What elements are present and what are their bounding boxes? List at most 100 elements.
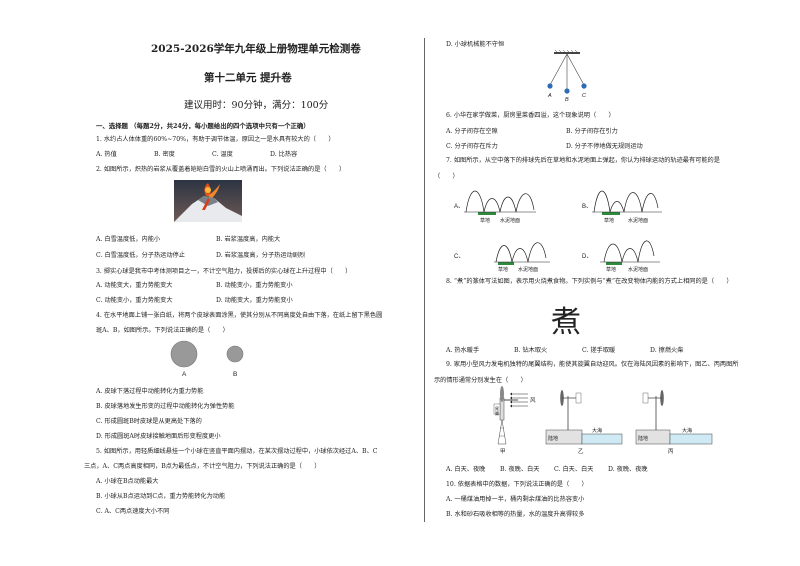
q7-a-cement: 水泥地面 bbox=[500, 217, 520, 224]
section-heading: 一、选择题 （每题2分，共24分，每小题给出的四个选项中只有一个正确） bbox=[96, 122, 310, 130]
q9-stem-line2: 示的情形通常分别发生在（ ） bbox=[434, 377, 527, 384]
fig-bing: 陆地 大海 丙 bbox=[635, 390, 713, 454]
q3-stem: 3. 掷实心球是我市中考体测项目之一，不计空气阻力，投掷后的实心球在上升过程中（… bbox=[96, 268, 352, 275]
q9-option-c: C. 白天、白天 bbox=[554, 466, 594, 473]
q7-b-cement: 水泥地面 bbox=[628, 217, 648, 224]
q1-stem: 1. 水约占人体体重的60%~70%，有助于调节体温，原因之一是水具有较大的（ … bbox=[96, 136, 335, 143]
q8-option-c: C. 搓手取暖 bbox=[582, 347, 616, 354]
q7-label-c: C、 bbox=[454, 254, 464, 260]
fig-label-jia: 甲 bbox=[500, 448, 506, 454]
spot-b bbox=[226, 345, 244, 363]
q8-stem: 8. “煮”的篆体写法如图，表示用火烧煮食物。下列实例与“煮”在改变物体内能的方… bbox=[446, 278, 733, 285]
q9-stem-line1: 9. 家用小型风力发电机独特的尾翼结构，能使其旋翼自动迎风。仅在海陆风因素的影响… bbox=[446, 361, 739, 368]
label-a: A bbox=[547, 93, 552, 99]
q6-stem: 6. 小华在家学做菜，厨房里菜香四溢，这个现象说明（ ） bbox=[446, 112, 615, 119]
q7-track-d bbox=[603, 240, 655, 263]
spot-a-label: A bbox=[182, 371, 187, 378]
q4-stem-line2: 斑A、B，如图所示。下列说法正确的是（ ） bbox=[96, 327, 229, 334]
seal-glyph-text: 煮 bbox=[551, 306, 581, 339]
q7-a-grass: 草地 bbox=[480, 217, 490, 224]
spot-b-label: B bbox=[233, 371, 237, 378]
q7-b-grass: 草地 bbox=[604, 217, 614, 224]
q2-options-row1: A. 白雪温度低，内能小 B. 岩浆温度高，内能大 bbox=[96, 236, 334, 243]
fig-yi: 陆地 大海 乙 bbox=[545, 390, 623, 454]
tail-label: 尾 bbox=[495, 405, 499, 411]
q6-option-c: C. 分子间存在斥力 bbox=[446, 143, 498, 150]
q10-option-a: A. 一桶煤油用掉一半，桶内剩余煤油的比热容变小 bbox=[446, 496, 585, 503]
q7-c-grass: 草地 bbox=[498, 266, 508, 272]
volcano-image bbox=[174, 180, 242, 222]
q8-option-d: D. 擦燃火柴 bbox=[650, 347, 684, 354]
wind-label: 风 bbox=[530, 397, 536, 404]
q7-label-d: D、 bbox=[582, 254, 592, 260]
q7-d-grass: 草地 bbox=[606, 266, 616, 272]
q1-options: A. 热值 B. 密度 C. 温度 D. 比热容 bbox=[96, 151, 328, 158]
q7-stem-line2: （ ） bbox=[434, 173, 459, 180]
column-divider bbox=[424, 38, 425, 522]
q1-option-c: C. 温度 bbox=[212, 151, 233, 158]
sea-label-bing: 大海 bbox=[682, 427, 692, 434]
q10-stem: 10. 依据表格中的数据，下列说法正确的是（ ） bbox=[446, 481, 588, 488]
q4-stem-line1: 4. 在水平地面上铺一张白纸，将两个皮球表面涂黑，使其分别从不同高度处自由下落，… bbox=[96, 312, 383, 319]
q4-option-c: C. 形成圆斑B时皮球是从更高处下落的 bbox=[96, 418, 202, 425]
q7-label-a: A、 bbox=[454, 204, 464, 210]
q1-option-b: B. 密度 bbox=[154, 151, 175, 158]
wing-label: 翼 bbox=[495, 411, 499, 416]
q3-options-row1: A. 动能变大，重力势能变大 B. 动能变小，重力势能变小 bbox=[96, 282, 334, 289]
time-score: 建议用时：90分钟，满分：100分 bbox=[184, 100, 329, 111]
q10-option-b: B. 水和砂石吸收相等的热量，水的温度升高得较多 bbox=[446, 511, 585, 518]
unit-title: 第十二单元 提升卷 bbox=[204, 72, 292, 84]
q2-options-row2: C. 白雪温度低，分子热运动停止 D. 岩浆温度高，分子热运动剧烈 bbox=[96, 252, 334, 259]
q7-figure: A、 草地 水泥地面 B、 草地 水泥地面 C、 草地 水泥地面 D、 bbox=[454, 190, 662, 272]
q5-option-d: D. 小球机械能不守恒 bbox=[446, 41, 505, 48]
land-label-yi: 陆地 bbox=[548, 435, 558, 442]
label-c: C bbox=[582, 93, 586, 99]
q7-d-cement: 水泥地面 bbox=[628, 266, 648, 272]
q4-option-a: A. 皮球下落过程中动能转化为重力势能 bbox=[96, 388, 204, 395]
q3-option-c: C. 动能变小，重力势能变大 bbox=[96, 297, 173, 304]
q4-figure: A B bbox=[170, 340, 244, 378]
q6-option-b: B. 分子间存在引力 bbox=[565, 128, 618, 135]
q1-option-a: A. 热值 bbox=[96, 151, 117, 158]
q2-option-d: D. 岩浆温度高，分子热运动剧烈 bbox=[215, 252, 306, 259]
q3-options-row2: C. 动能变小，重力势能变大 D. 动能变大，重力势能变小 bbox=[96, 297, 334, 304]
fig-jia: 风 尾 翼 甲 bbox=[493, 386, 536, 454]
q2-option-a: A. 白雪温度低，内能小 bbox=[96, 236, 161, 243]
ball-c bbox=[581, 83, 587, 89]
q9-option-a: A. 白天、夜晚 bbox=[446, 466, 486, 473]
q7-track-b bbox=[593, 190, 659, 213]
q2-option-b: B. 岩浆温度高，内能大 bbox=[215, 236, 281, 243]
q5-option-b: B. 小球从B点运动到C点，重力势能转化为动能 bbox=[96, 493, 226, 500]
q8-option-a: A. 热水暖手 bbox=[446, 347, 480, 354]
q7-label-b: B、 bbox=[582, 204, 592, 210]
label-b: B bbox=[565, 97, 569, 101]
q4-option-d: D. 形成圆斑A时皮球接触地面后形变程度更小 bbox=[96, 433, 221, 440]
q2-stem: 2. 如图所示，炽热的岩浆从覆盖着皑皑白雪的火山上喷涌而出。下列说法正确的是（ … bbox=[96, 166, 346, 173]
q5-option-c: C. A、C两点速度大小不同 bbox=[96, 508, 170, 515]
q7-c-cement: 水泥地面 bbox=[518, 266, 538, 272]
wind-turbine-figure: 风 尾 翼 甲 陆地 大海 乙 bbox=[493, 386, 713, 454]
q3-option-a: A. 动能变大，重力势能变大 bbox=[96, 282, 173, 289]
ball-a bbox=[547, 83, 553, 89]
q7-track-a bbox=[465, 190, 535, 213]
q1-option-d: D. 比热容 bbox=[270, 151, 298, 158]
ball-b bbox=[564, 88, 570, 94]
q4-option-b: B. 皮球落地发生形变的过程中动能转化为弹性势能 bbox=[96, 403, 235, 410]
q8-option-b: B. 钻木取火 bbox=[514, 347, 548, 354]
q6-option-d: D. 分子不停地做无规则运动 bbox=[565, 143, 643, 150]
zhu-seal-glyph: 煮 bbox=[551, 306, 581, 339]
q9-option-b: B. 夜晚、白天 bbox=[500, 466, 540, 473]
land-label-bing: 陆地 bbox=[638, 435, 648, 442]
q3-option-d: D. 动能变大，重力势能变小 bbox=[215, 297, 293, 304]
sea-label-yi: 大海 bbox=[592, 427, 602, 434]
q6-options-row1: A. 分子间存在空隙 B. 分子间存在引力 bbox=[446, 128, 684, 135]
fig-label-yi: 乙 bbox=[578, 448, 584, 454]
q2-option-c: C. 白雪温度低，分子热运动停止 bbox=[96, 252, 185, 259]
fig-label-bing: 丙 bbox=[668, 448, 674, 454]
q7-track-c bbox=[495, 242, 547, 263]
q9-options: A. 白天、夜晚 B. 夜晚、白天 C. 白天、白天 D. 夜晚、夜晚 bbox=[446, 466, 662, 473]
q6-options-row2: C. 分子间存在斥力 D. 分子不停地做无规则运动 bbox=[446, 143, 684, 150]
pendulum-figure: A B C bbox=[547, 49, 587, 101]
q3-option-b: B. 动能变小，重力势能变小 bbox=[215, 282, 293, 289]
